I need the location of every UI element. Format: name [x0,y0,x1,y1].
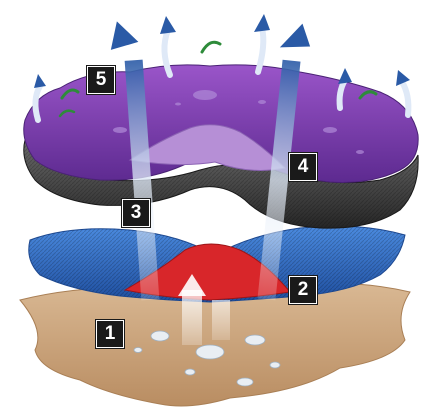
layer-number-5: 5 [87,66,115,94]
upward-vapor-arrow-icon [254,14,270,72]
layer-number-2: 2 [289,276,317,304]
layer-number-4: 4 [289,153,317,181]
layer-number-1: 1 [96,320,124,348]
purple-layer [24,65,418,183]
layer-number-3: 3 [122,199,150,227]
